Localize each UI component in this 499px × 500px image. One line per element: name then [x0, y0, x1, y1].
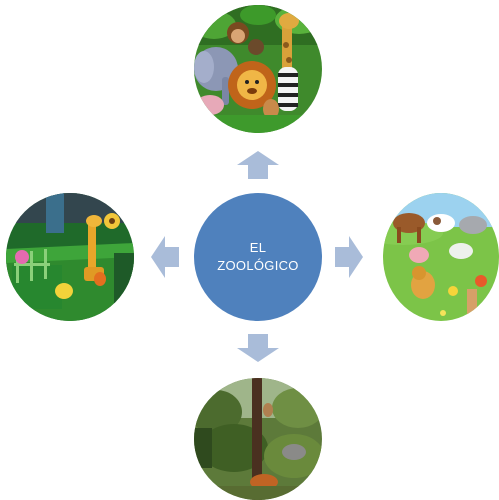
- farm-animals-image: [383, 193, 499, 321]
- forest-animals-icon: [194, 378, 322, 500]
- arrow-left-icon: [151, 236, 179, 278]
- arrow-up-icon: [237, 151, 279, 179]
- toy-zoo-image: [6, 193, 134, 321]
- center-node: EL ZOOLÓGICO: [194, 193, 322, 321]
- arrow-down-icon: [237, 334, 279, 362]
- jungle-animals-image: [194, 5, 322, 133]
- arrow-right-icon: [335, 236, 363, 278]
- farm-animals-icon: [383, 193, 499, 321]
- jungle-animals-icon: [194, 5, 322, 133]
- center-title-line1: EL: [249, 240, 267, 255]
- forest-animals-image: [194, 378, 322, 500]
- center-title-line2: ZOOLÓGICO: [217, 258, 299, 273]
- toy-zoo-icon: [6, 193, 134, 321]
